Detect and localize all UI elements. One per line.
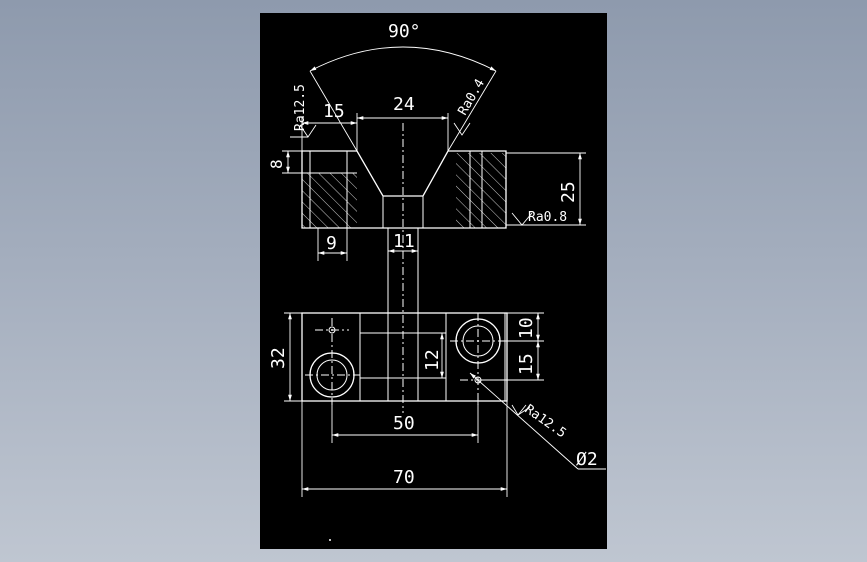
svg-text:24: 24 — [393, 94, 415, 115]
svg-text:Ra0.4: Ra0.4 — [455, 76, 488, 118]
dim-15-top: 15 — [301, 101, 357, 151]
svg-text:15: 15 — [323, 101, 345, 122]
svg-text:15: 15 — [516, 353, 537, 375]
svg-text:Ra0.8: Ra0.8 — [528, 210, 567, 225]
svg-text:11: 11 — [393, 231, 415, 252]
svg-text:9: 9 — [326, 233, 337, 254]
svg-text:32: 32 — [268, 347, 289, 369]
dim-9: 9 — [317, 228, 348, 261]
svg-text:70: 70 — [393, 467, 415, 488]
svg-text:10: 10 — [516, 317, 537, 339]
dim-24: 24 — [356, 94, 449, 151]
dim-12: 12 — [422, 333, 444, 378]
dim-11: 11 — [388, 231, 418, 253]
technical-drawing: 90° 24 15 Ra12.5 Ra0.4 8 25 — [267, 21, 606, 541]
dim-15-right: 15 — [482, 341, 544, 381]
svg-text:50: 50 — [393, 413, 415, 434]
hatch-right — [456, 153, 506, 228]
dim-70: 70 — [301, 401, 508, 497]
ra-side: Ra0.8 — [511, 210, 576, 226]
dim-32: 32 — [268, 312, 302, 402]
cad-viewport[interactable]: 90° 24 15 Ra12.5 Ra0.4 8 25 — [260, 13, 607, 549]
angle-label: 90° — [388, 21, 421, 42]
dim-50: 50 — [331, 401, 479, 443]
plan-view — [301, 312, 508, 405]
ra-cone: Ra0.4 — [453, 76, 488, 136]
hatch-left — [302, 173, 357, 228]
svg-text:25: 25 — [558, 181, 579, 203]
svg-text:12: 12 — [422, 349, 443, 371]
svg-text:Ra12.5: Ra12.5 — [522, 402, 569, 441]
svg-text:Ra12.5: Ra12.5 — [293, 84, 308, 131]
section-view — [301, 123, 507, 413]
dim-8: 8 — [267, 150, 302, 174]
svg-text:Ø2: Ø2 — [576, 449, 598, 470]
ra-top-left: Ra12.5 — [290, 84, 317, 138]
pin-diameter-leader: Ø2 — [469, 372, 606, 470]
angle-dimension: 90° — [309, 21, 497, 152]
svg-text:8: 8 — [267, 159, 286, 169]
